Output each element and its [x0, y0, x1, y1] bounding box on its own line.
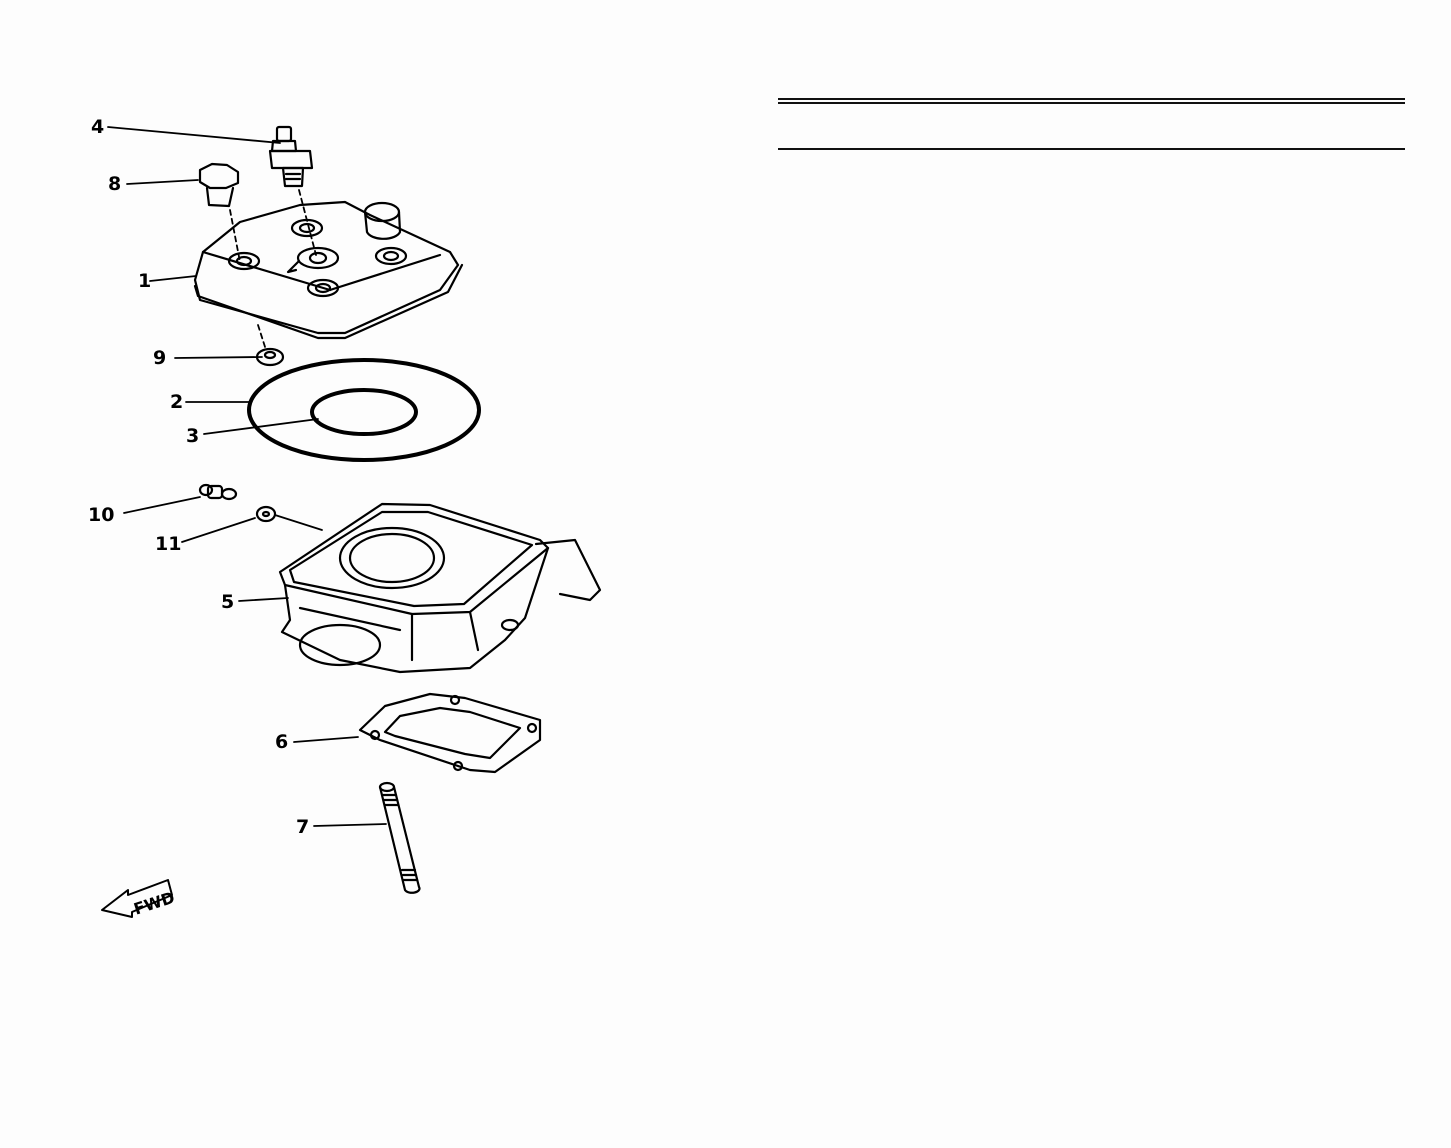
bolt-drawing [198, 162, 240, 208]
double-rule-bottom [778, 102, 1405, 104]
exploded-parts-diagram: FWD 4 8 1 9 2 3 10 11 5 6 7 [88, 116, 602, 919]
leader-lines [107, 126, 387, 827]
gasket-rings-drawing [247, 358, 481, 462]
callout-1: 1 [138, 270, 152, 292]
stud-bolt-drawing [378, 781, 421, 894]
svg-text:FWD: FWD [131, 888, 177, 919]
cylinder-drawing [278, 502, 602, 674]
spark-plug-drawing [268, 125, 314, 188]
fwd-arrow-icon: FWD [101, 879, 177, 919]
washer-11-drawing [255, 505, 277, 523]
parts-drawing: FWD [101, 125, 602, 919]
base-gasket-drawing [358, 692, 542, 774]
callout-9: 9 [153, 347, 167, 369]
double-rule-top [778, 98, 1405, 100]
callout-10: 10 [88, 504, 115, 526]
callout-7: 7 [296, 816, 310, 838]
callout-4: 4 [91, 116, 105, 138]
callout-5: 5 [221, 591, 235, 613]
washer-9-drawing [255, 347, 285, 367]
callout-2: 2 [170, 391, 184, 413]
callout-3: 3 [186, 425, 200, 447]
callout-6: 6 [275, 731, 289, 753]
cylinder-head-drawing [193, 200, 464, 340]
callout-8: 8 [108, 173, 122, 195]
fitting-drawing [198, 483, 238, 501]
callout-11: 11 [155, 533, 182, 555]
single-rule [778, 148, 1405, 150]
header-rules [778, 98, 1405, 158]
